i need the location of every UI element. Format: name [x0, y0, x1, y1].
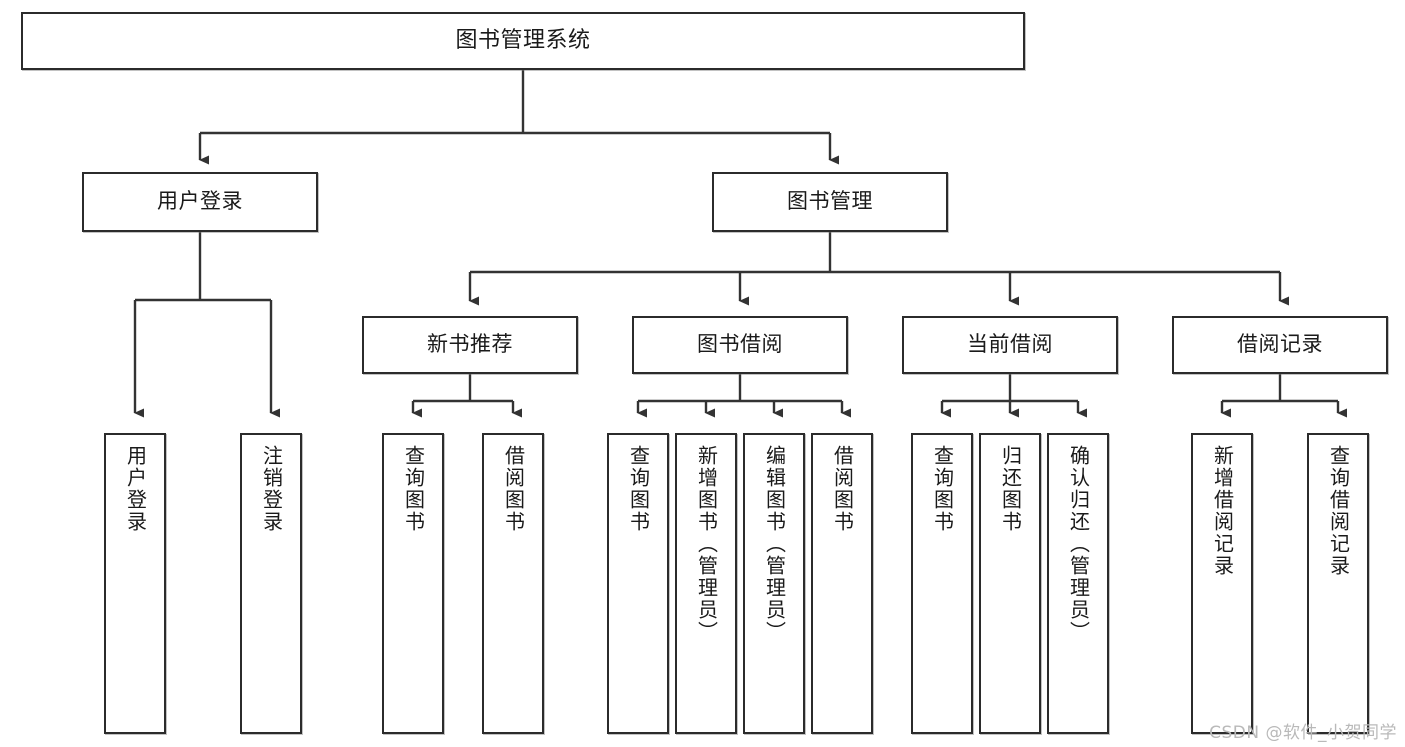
- node-leaf-query-record[interactable]: 查询借阅记录: [1307, 433, 1369, 734]
- node-leaf-query-book-1[interactable]: 查询图书: [382, 433, 444, 734]
- node-leaf-edit-book-label: 编辑图书（管理员）: [762, 445, 787, 643]
- node-current-borrow[interactable]: 当前借阅: [902, 316, 1118, 374]
- node-new-book-recommend[interactable]: 新书推荐: [362, 316, 578, 374]
- node-leaf-query-book-3[interactable]: 查询图书: [911, 433, 973, 734]
- node-leaf-user-login[interactable]: 用户登录: [104, 433, 166, 734]
- node-leaf-confirm-return-label: 确认归还（管理员）: [1066, 445, 1091, 643]
- node-current-borrow-label: 当前借阅: [967, 332, 1053, 357]
- node-leaf-borrow-book-2[interactable]: 借阅图书: [811, 433, 873, 734]
- node-root-label: 图书管理系统: [455, 27, 591, 53]
- node-book-manage[interactable]: 图书管理: [712, 172, 948, 232]
- node-leaf-query-book-1-label: 查询图书: [401, 445, 426, 533]
- node-leaf-query-book-3-label: 查询图书: [930, 445, 955, 533]
- node-leaf-borrow-book-1[interactable]: 借阅图书: [482, 433, 544, 734]
- node-leaf-add-record[interactable]: 新增借阅记录: [1191, 433, 1253, 734]
- node-leaf-user-logout[interactable]: 注销登录: [240, 433, 302, 734]
- csdn-watermark: CSDN @软件_小贺同学: [1209, 723, 1397, 743]
- node-leaf-add-book-label: 新增图书（管理员）: [694, 445, 719, 643]
- node-book-manage-label: 图书管理: [787, 189, 873, 214]
- node-borrow-record-label: 借阅记录: [1237, 332, 1323, 357]
- node-leaf-add-book[interactable]: 新增图书（管理员）: [675, 433, 737, 734]
- node-leaf-borrow-book-2-label: 借阅图书: [830, 445, 855, 533]
- node-leaf-query-record-label: 查询借阅记录: [1326, 445, 1351, 577]
- node-root-book-management-system[interactable]: 图书管理系统: [21, 12, 1025, 70]
- node-user-login-label: 用户登录: [157, 189, 243, 214]
- node-book-borrow-label: 图书借阅: [697, 332, 783, 357]
- node-leaf-query-book-2[interactable]: 查询图书: [607, 433, 669, 734]
- node-book-borrow[interactable]: 图书借阅: [632, 316, 848, 374]
- node-leaf-return-book[interactable]: 归还图书: [979, 433, 1041, 734]
- node-leaf-return-book-label: 归还图书: [998, 445, 1023, 533]
- node-leaf-query-book-2-label: 查询图书: [626, 445, 651, 533]
- node-leaf-confirm-return[interactable]: 确认归还（管理员）: [1047, 433, 1109, 734]
- node-leaf-edit-book[interactable]: 编辑图书（管理员）: [743, 433, 805, 734]
- node-borrow-record[interactable]: 借阅记录: [1172, 316, 1388, 374]
- node-leaf-user-login-label: 用户登录: [123, 445, 148, 533]
- node-new-book-recommend-label: 新书推荐: [427, 332, 513, 357]
- node-leaf-borrow-book-1-label: 借阅图书: [501, 445, 526, 533]
- node-leaf-user-logout-label: 注销登录: [259, 445, 284, 533]
- node-leaf-add-record-label: 新增借阅记录: [1210, 445, 1235, 577]
- node-user-login[interactable]: 用户登录: [82, 172, 318, 232]
